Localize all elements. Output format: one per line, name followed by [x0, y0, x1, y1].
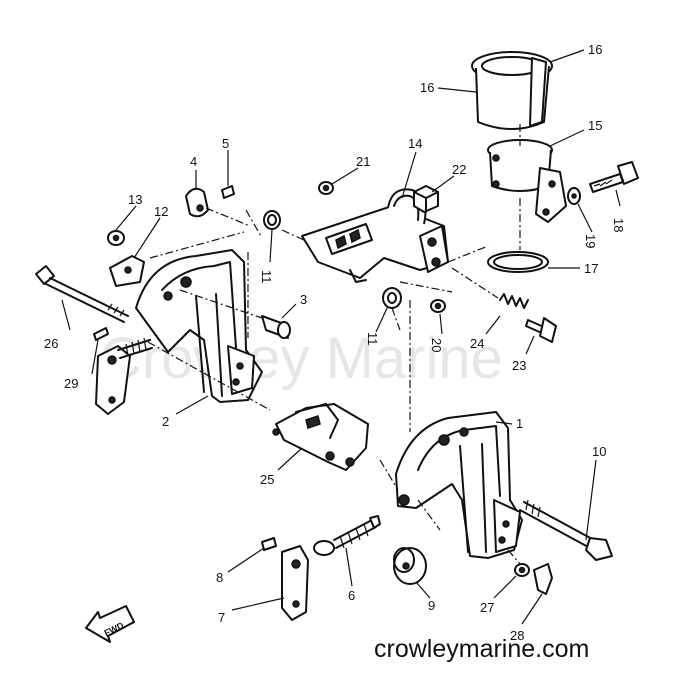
callout-15: 15 — [588, 118, 602, 133]
part-knob-9 — [393, 547, 427, 585]
callout-4: 4 — [190, 154, 197, 169]
callout-17: 17 — [584, 261, 598, 276]
part-bushing-11b — [382, 287, 402, 309]
part-bolt-26 — [35, 265, 129, 323]
callout-7: 7 — [218, 610, 225, 625]
part-clamp-bracket — [487, 139, 567, 223]
part-screw-6 — [313, 515, 381, 556]
callout-14: 14 — [408, 136, 422, 151]
callout-13: 13 — [128, 192, 142, 207]
callout-6: 6 — [348, 588, 355, 603]
callout-labels: 1 2 3 4 5 6 7 8 9 10 11 11 12 13 14 15 1… — [44, 42, 626, 643]
part-bolt-18 — [589, 161, 639, 193]
part-tilt-lock-25 — [272, 403, 369, 471]
callout-9: 9 — [428, 598, 435, 613]
part-lever-7 — [281, 545, 309, 621]
callout-1: 1 — [516, 416, 523, 431]
leader-lines — [61, 49, 621, 625]
part-nut-27 — [514, 563, 530, 577]
callout-28: 28 — [510, 628, 524, 643]
callout-18: 18 — [611, 218, 626, 232]
part-spring-24 — [499, 293, 529, 309]
callout-16a: 16 — [588, 42, 602, 57]
callout-5: 5 — [222, 136, 229, 151]
part-pin-29 — [93, 327, 109, 341]
part-o-ring — [487, 251, 549, 273]
callout-20: 20 — [429, 338, 444, 352]
part-washer-19 — [567, 187, 581, 205]
callout-24: 24 — [470, 336, 484, 351]
callout-29: 29 — [64, 376, 78, 391]
part-clamp-bracket-1 — [395, 411, 523, 559]
part-nut-21 — [318, 181, 334, 195]
callout-11a: 11 — [259, 270, 274, 284]
part-wing-nut-28 — [533, 563, 553, 595]
part-pin-8 — [261, 537, 277, 551]
part-plate-12 — [109, 255, 145, 287]
callout-19: 19 — [583, 234, 598, 248]
part-nut-20 — [430, 299, 446, 313]
callout-16b: 16 — [420, 80, 434, 95]
part-clamp-bracket-2 — [135, 249, 263, 403]
fwd-arrow-icon: FWD — [85, 605, 135, 643]
callout-23: 23 — [512, 358, 526, 373]
callout-21: 21 — [356, 154, 370, 169]
part-bolt-10 — [519, 499, 613, 561]
callout-22: 22 — [452, 162, 466, 177]
part-wing-bolt-23 — [525, 317, 557, 343]
callout-25: 25 — [260, 472, 274, 487]
callout-3: 3 — [300, 292, 307, 307]
part-pin-3 — [261, 315, 291, 339]
site-url: crowleymarine.com — [374, 635, 589, 663]
callout-27: 27 — [480, 600, 494, 615]
part-left-lever — [95, 337, 153, 415]
part-nut-13 — [107, 230, 125, 246]
callout-11b: 11 — [365, 332, 380, 346]
callout-10: 10 — [592, 444, 606, 459]
part-knob-4 — [185, 187, 209, 218]
part-sleeve-bushing — [471, 51, 553, 130]
callout-2: 2 — [162, 414, 169, 429]
alignment-lines — [147, 124, 521, 565]
callout-8: 8 — [216, 570, 223, 585]
part-pin-5 — [221, 185, 235, 199]
callout-26: 26 — [44, 336, 58, 351]
callout-12: 12 — [154, 204, 168, 219]
part-bushing-11a — [263, 210, 281, 230]
part-22 — [413, 185, 439, 213]
